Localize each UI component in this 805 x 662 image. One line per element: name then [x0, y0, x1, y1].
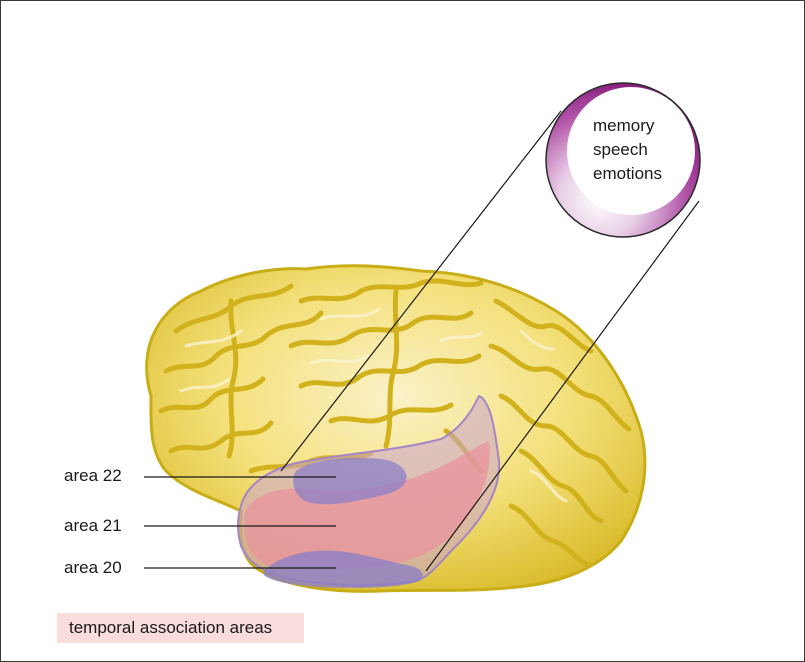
- caption-temporal-association-areas: temporal association areas: [57, 613, 304, 643]
- label-area-21: area 21: [64, 516, 122, 536]
- bubble-text: memory speech emotions: [593, 114, 703, 186]
- bubble-line-emotions: emotions: [593, 162, 703, 186]
- label-area-22: area 22: [64, 466, 122, 486]
- bubble-line-memory: memory: [593, 114, 703, 138]
- bubble-line-speech: speech: [593, 138, 703, 162]
- label-area-20: area 20: [64, 558, 122, 578]
